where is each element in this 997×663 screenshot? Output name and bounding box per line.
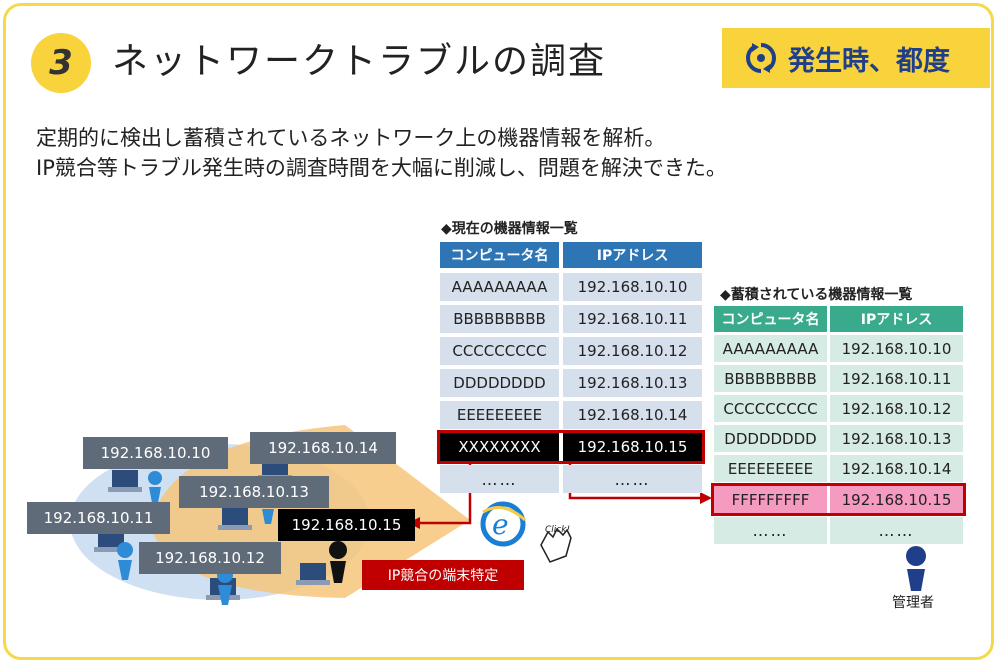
ip-label: 192.168.10.12 [139, 542, 281, 574]
current-table-caption: ◆現在の機器情報一覧 [441, 221, 578, 237]
table-cell: 192.168.10.12 [830, 395, 963, 422]
table-cell: AAAAAAAAA [714, 335, 827, 362]
step-number: 3 [49, 43, 73, 83]
ip-label: 192.168.10.14 [250, 432, 396, 464]
table-cell: 192.168.10.13 [830, 425, 963, 452]
table-cell: AAAAAAAAA [440, 273, 559, 301]
table-cell: 192.168.10.12 [563, 337, 702, 365]
click-label: Click! [545, 525, 570, 535]
description-line-1: 定期的に検出し蓄積されているネットワーク上の機器情報を解析。 [36, 126, 666, 150]
history-row-highlight [711, 483, 966, 516]
pc-icon [94, 530, 128, 552]
table-cell: 192.168.10.13 [563, 369, 702, 397]
conflict-identify-label: IP競合の端末特定 [362, 560, 524, 590]
table-header: コンピュータ名 [714, 306, 827, 332]
pc-icon [108, 470, 142, 492]
stored-table-caption: ◆蓄積されている機器情報一覧 [720, 287, 913, 303]
conflict-row-highlight [437, 430, 705, 464]
table-cell: CCCCCCCCC [440, 337, 559, 365]
browser-icon[interactable]: e [480, 501, 527, 547]
table-cell: DDDDDDDD [440, 369, 559, 397]
table-cell: …… [830, 517, 963, 544]
admin-label: 管理者 [892, 595, 934, 611]
history-row-name: FFFFFFFFF [714, 486, 827, 513]
page-title: ネットワークトラブルの調査 [112, 41, 607, 82]
table-cell: BBBBBBBBB [440, 305, 559, 333]
table-cell: CCCCCCCCC [714, 395, 827, 422]
table-cell: …… [714, 517, 827, 544]
pc-icon [296, 563, 330, 585]
table-header: IPアドレス [563, 242, 702, 268]
hand-cursor-icon [540, 527, 572, 563]
table-cell: …… [563, 465, 702, 493]
table-cell: 192.168.10.11 [563, 305, 702, 333]
ip-label: 192.168.10.11 [27, 502, 170, 534]
admin-figure-icon [906, 546, 926, 591]
table-cell: 192.168.10.10 [830, 335, 963, 362]
timing-tag: 発生時、都度 [722, 28, 990, 88]
description-line-2: IP競合等トラブル発生時の調査時間を大幅に削減し、問題を解決できた。 [36, 156, 727, 180]
table-cell: 192.168.10.14 [563, 401, 702, 429]
conflict-row-ip: 192.168.10.15 [563, 433, 702, 461]
ip-label: 192.168.10.13 [179, 476, 329, 508]
svg-text:e: e [492, 508, 509, 541]
table-cell: DDDDDDDD [714, 425, 827, 452]
user-figure-icon [117, 542, 133, 580]
table-cell: 192.168.10.14 [830, 455, 963, 482]
table-cell: …… [440, 465, 559, 493]
table-cell: EEEEEEEEE [440, 401, 559, 429]
conflict-ip-label: 192.168.10.15 [278, 509, 415, 541]
user-figure-icon [148, 471, 162, 503]
conflict-row-name: XXXXXXXX [440, 433, 559, 461]
table-cell: EEEEEEEEE [714, 455, 827, 482]
table-cell: BBBBBBBBB [714, 365, 827, 392]
history-row-ip: 192.168.10.15 [830, 486, 963, 513]
timing-tag-label: 発生時、都度 [788, 45, 950, 77]
refresh-icon [745, 43, 777, 73]
pc-icon [218, 508, 252, 530]
conflict-user-icon [329, 541, 347, 583]
step-number-badge: 3 [31, 33, 91, 93]
ip-label: 192.168.10.10 [83, 437, 228, 469]
table-header: コンピュータ名 [440, 242, 559, 268]
table-header: IPアドレス [830, 306, 963, 332]
table-cell: 192.168.10.11 [830, 365, 963, 392]
table-cell: 192.168.10.10 [563, 273, 702, 301]
